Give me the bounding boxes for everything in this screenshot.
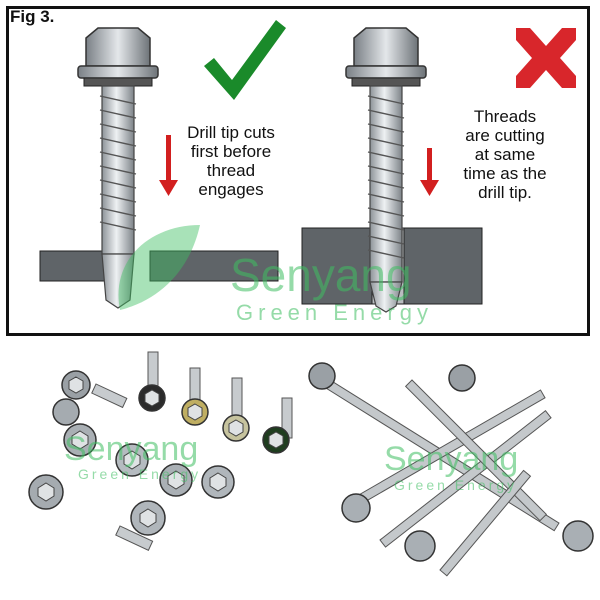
screw-good (77, 27, 159, 309)
caption-good: Drill tip cuts first before thread engag… (172, 123, 290, 199)
diagram-illustration (39, 20, 576, 313)
down-arrow-left (159, 135, 178, 196)
check-mark-icon (204, 20, 286, 100)
caption-bad-line: drill tip. (478, 183, 532, 202)
cross-mark-icon (516, 28, 576, 88)
caption-bad-line: time as the (463, 164, 547, 183)
caption-good-line: engages (198, 180, 264, 199)
caption-good-line: first before (190, 142, 272, 161)
short-screws-pile (28, 351, 293, 551)
thick-block-left (301, 227, 373, 305)
watermark-tagline-photo-right: Green Energy (394, 477, 518, 493)
caption-bad-line: at same (474, 145, 536, 164)
screw-bad (345, 27, 427, 313)
down-arrow-right (420, 148, 439, 196)
thick-block-right (403, 227, 483, 305)
watermark-tagline-photo-left: Green Energy (78, 466, 202, 482)
figure-label: Fig 3. (10, 7, 55, 26)
leaf-watermark-icon (118, 225, 200, 310)
watermark-brand-photo-left: Senyang (64, 430, 199, 468)
caption-bad-line: Threads (473, 107, 537, 126)
watermark-brand: Senyang (230, 249, 412, 301)
long-screws-cross (324, 379, 560, 577)
watermark-tagline: Green Energy (236, 300, 433, 325)
caption-bad-line: are cutting (465, 126, 545, 145)
caption-bad: Threads are cutting at same time as the … (446, 107, 564, 202)
caption-good-line: Drill tip cuts (187, 123, 275, 142)
product-photos (28, 351, 594, 577)
watermark-brand-photo-right: Senyang (384, 440, 519, 478)
caption-good-line: thread (206, 161, 256, 180)
thin-sheet-right (149, 250, 279, 282)
